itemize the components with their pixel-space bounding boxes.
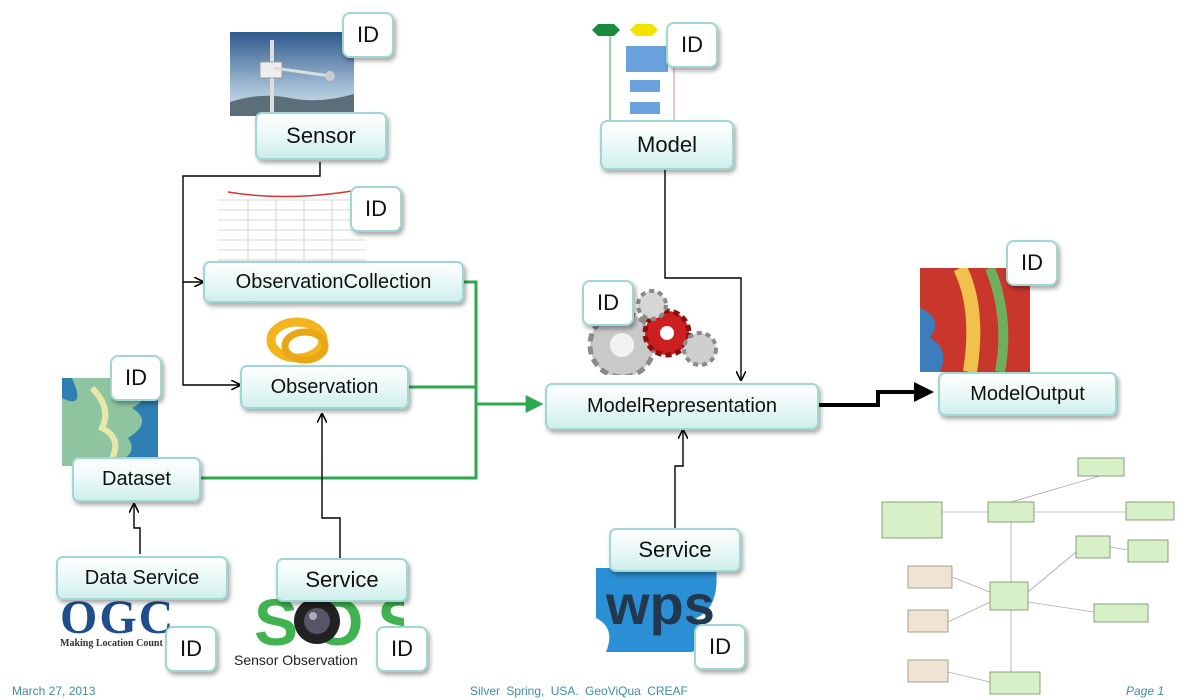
id-label: ID	[357, 22, 379, 47]
ogc-tagline: Making Location Count	[60, 638, 163, 649]
dataservice-to-dataset-arrow	[134, 504, 141, 554]
observation-to-modelrep-arrow	[409, 385, 544, 413]
model-node[interactable]: Model	[600, 120, 734, 170]
model-id-badge[interactable]: ID	[666, 22, 718, 68]
ogc-logo-text: OGC	[60, 594, 176, 644]
wps-to-modelrep-arrow	[674, 430, 683, 528]
model-output-node[interactable]: ModelOutput	[938, 372, 1117, 416]
observation-collection-node[interactable]: ObservationCollection	[203, 261, 464, 303]
dataset-label: Dataset	[102, 468, 171, 490]
sensor-label: Sensor	[286, 123, 356, 148]
model-representation-label: ModelRepresentation	[586, 395, 778, 417]
observation-collection-label: ObservationCollection	[235, 270, 432, 293]
weather-station-photo	[230, 32, 354, 116]
data-service-id-badge[interactable]: ID	[165, 626, 217, 672]
page-number: Page 1	[1126, 684, 1165, 698]
sensor-id-badge[interactable]: ID	[342, 12, 394, 58]
collection-to-modelrep-arrow	[464, 280, 478, 404]
observation-label: Observation	[270, 375, 379, 398]
id-label: ID	[180, 636, 202, 661]
uml-class-diagram-thumbnail	[878, 452, 1180, 696]
sos-caption: Sensor Observation	[234, 652, 358, 668]
ogc-logo: OGC Making Location Count	[46, 594, 216, 654]
observation-node[interactable]: Observation	[240, 365, 409, 409]
model-flowchart-thumbnail	[590, 22, 682, 120]
id-label: ID	[709, 634, 731, 659]
camera-lens-icon	[294, 598, 340, 644]
footer-date: March 27, 2013	[12, 684, 96, 698]
model-to-modelrep-arrow	[664, 170, 741, 380]
model-representation-id-badge[interactable]: ID	[582, 280, 634, 326]
id-label: ID	[1021, 250, 1043, 275]
dataset-to-modelrep-arrow	[201, 404, 478, 480]
id-label: ID	[365, 196, 387, 221]
gears-image	[572, 285, 727, 375]
dataset-id-badge[interactable]: ID	[110, 355, 162, 401]
dataset-node[interactable]: Dataset	[72, 457, 201, 502]
table-thumbnail	[218, 186, 366, 266]
observation-collection-id-badge[interactable]: ID	[350, 186, 402, 232]
sos-to-observation-arrow	[322, 414, 341, 558]
wps-service-id-badge[interactable]: ID	[694, 624, 746, 670]
wps-service-label: Service	[638, 537, 712, 562]
model-label: Model	[637, 132, 697, 157]
model-output-label: ModelOutput	[970, 382, 1085, 405]
model-representation-node[interactable]: ModelRepresentation	[545, 383, 819, 430]
sensor-node[interactable]: Sensor	[255, 112, 387, 160]
data-service-label: Data Service	[84, 566, 200, 589]
sensor-to-collection-arrow	[182, 162, 321, 282]
footer-venue: Silver Spring, USA. GeoViQua CREAF	[470, 684, 688, 698]
data-service-node[interactable]: Data Service	[56, 556, 228, 600]
wps-service-node[interactable]: Service	[609, 528, 741, 572]
tape-measure-image	[265, 312, 335, 368]
id-label: ID	[681, 32, 703, 57]
sos-service-node[interactable]: Service	[276, 558, 408, 602]
sos-service-id-badge[interactable]: ID	[376, 626, 428, 672]
sos-service-label: Service	[305, 567, 379, 592]
id-label: ID	[597, 290, 619, 315]
model-output-id-badge[interactable]: ID	[1006, 240, 1058, 286]
modelrep-to-output-arrow	[818, 382, 934, 407]
id-label: ID	[391, 636, 413, 661]
sensor-to-observation-arrow	[182, 282, 240, 385]
id-label: ID	[125, 365, 147, 390]
